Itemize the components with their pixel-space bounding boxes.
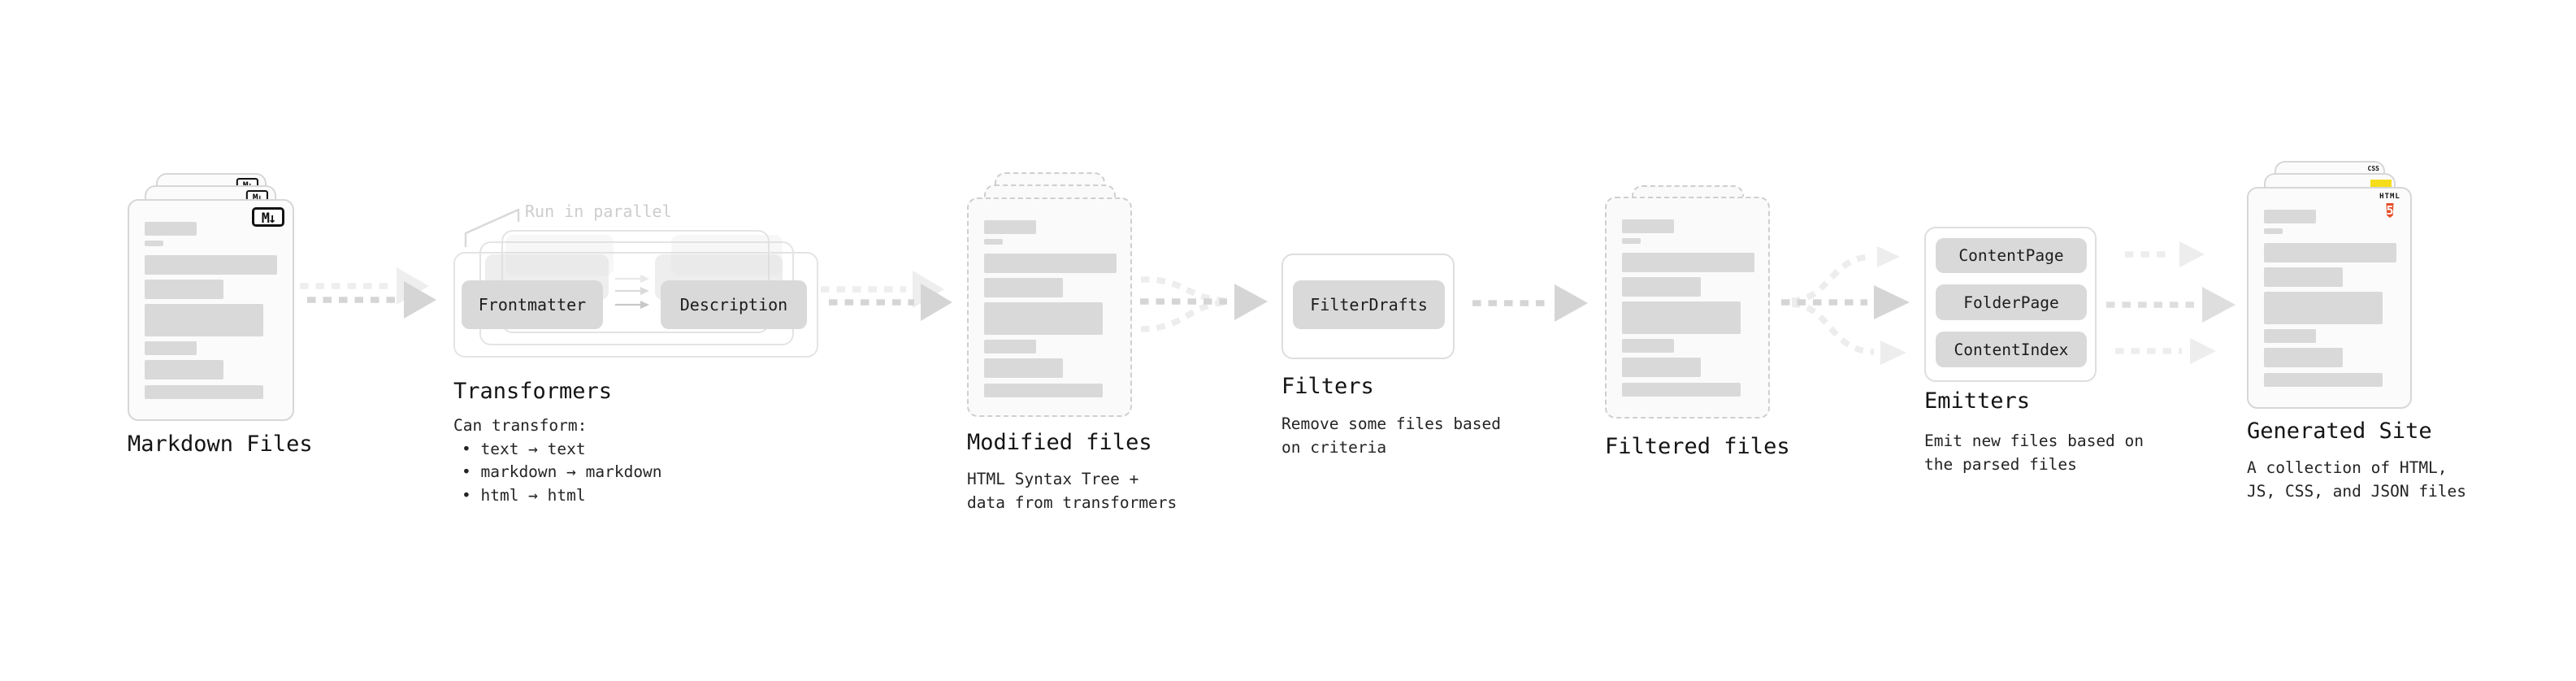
stage-desc-modified-files: HTML Syntax Tree + data from transformer… [967,468,1177,514]
run-in-parallel-annotation: Run in parallel [525,202,672,221]
desc-line: A collection of HTML, [2247,458,2448,477]
markdown-icon: M↓ [252,207,284,227]
placeholder-bar [2264,210,2316,223]
placeholder-bar [2264,329,2316,343]
placeholder-bar [984,340,1036,354]
arrow-filters-to-filtered [1472,284,1588,322]
doc-placeholder-text [1607,198,1768,397]
stage-desc-emitters: Emit new files based on the parsed files [1924,430,2144,476]
placeholder-bar [984,220,1036,234]
desc-line: Emit new files based on [1924,432,2144,450]
description-node-ghost [671,235,783,275]
stage-desc-transformers: Can transform: • text → text • markdown … [453,414,662,507]
placeholder-bar [145,385,263,399]
placeholder-bar [1622,383,1741,397]
placeholder-bar [984,302,1103,335]
stage-desc-generated-site: A collection of HTML, JS, CSS, and JSON … [2247,457,2466,503]
desc-line: on criteria [1281,437,1387,457]
placeholder-bar [984,278,1063,297]
arrows-emitters-to-generated [2106,241,2236,364]
css-icon-label: CSS [2367,165,2379,172]
stage-label-filtered-files: Filtered files [1605,434,1790,459]
placeholder-bar [2264,243,2396,262]
desc-line: HTML Syntax Tree + [967,470,1139,488]
frontmatter-node: Frontmatter [462,280,603,329]
placeholder-bar [2264,348,2343,367]
doc-placeholder-text [2249,189,2410,387]
html5-icon: HTML 5 [2379,193,2401,220]
desc-line: • markdown → markdown [462,462,662,481]
placeholder-bar [145,222,197,236]
generated-html-file-card: HTML 5 [2247,187,2412,409]
arrow-filtered-to-emitters [1781,246,1910,365]
content-index-node: ContentIndex [1936,332,2087,367]
desc-line: • html → html [462,485,586,505]
placeholder-bar [984,384,1103,397]
arrow-transformers-to-modified [821,271,952,321]
desc-line: data from transformers [967,492,1177,512]
html5-icon-shield: 5 [2386,203,2394,218]
stage-desc-filters: Remove some files based on criteria [1281,413,1501,459]
description-node: Description [661,280,807,329]
placeholder-bar [984,239,1003,245]
doc-placeholder-text [969,199,1130,397]
desc-line: JS, CSS, and JSON files [2247,481,2467,501]
placeholder-bar [984,358,1063,378]
placeholder-bar [1622,219,1674,233]
stage-label-generated-site: Generated Site [2247,419,2432,444]
placeholder-bar [1622,339,1674,353]
folder-page-node: FolderPage [1936,284,2087,320]
content-page-node: ContentPage [1936,238,2087,273]
js-icon [2370,180,2392,189]
placeholder-bar [1622,238,1641,244]
stage-label-modified-files: Modified files [967,430,1152,455]
filtered-file-card [1605,197,1770,419]
modified-file-card [967,197,1132,417]
stage-label-emitters: Emitters [1924,388,2031,414]
placeholder-bar [145,360,223,380]
transformer-layer-frame-front [453,252,818,358]
desc-line: Can transform: [453,416,588,435]
stage-label-transformers: Transformers [453,379,613,404]
filter-drafts-node: FilterDrafts [1293,280,1445,329]
stage-label-markdown-files: Markdown Files [128,432,313,457]
html5-icon-label: HTML [2379,193,2400,201]
placeholder-bar [1622,358,1701,377]
placeholder-bar [145,341,197,355]
placeholder-bar [145,241,163,246]
doc-placeholder-text [129,201,293,399]
placeholder-bar [145,304,263,336]
placeholder-bar [145,255,277,275]
placeholder-bar [2264,292,2383,324]
arrow-modified-to-filters [1140,276,1268,332]
placeholder-bar [2264,267,2343,287]
frontmatter-node-ghost [505,235,614,275]
markdown-file-card: M↓ [128,199,294,421]
desc-line: • text → text [462,439,586,458]
placeholder-bar [2264,228,2283,234]
placeholder-bar [1622,277,1701,297]
css-icon: CSS [2368,166,2379,172]
stage-label-filters: Filters [1281,374,1374,399]
placeholder-bar [1622,301,1741,334]
placeholder-bar [1622,253,1754,272]
placeholder-bar [2264,373,2383,387]
desc-line: the parsed files [1924,454,2077,474]
arrow-markdown-to-transformers [300,267,436,319]
desc-line: Remove some files based [1281,414,1502,433]
placeholder-bar [984,254,1117,273]
placeholder-bar [145,280,223,299]
